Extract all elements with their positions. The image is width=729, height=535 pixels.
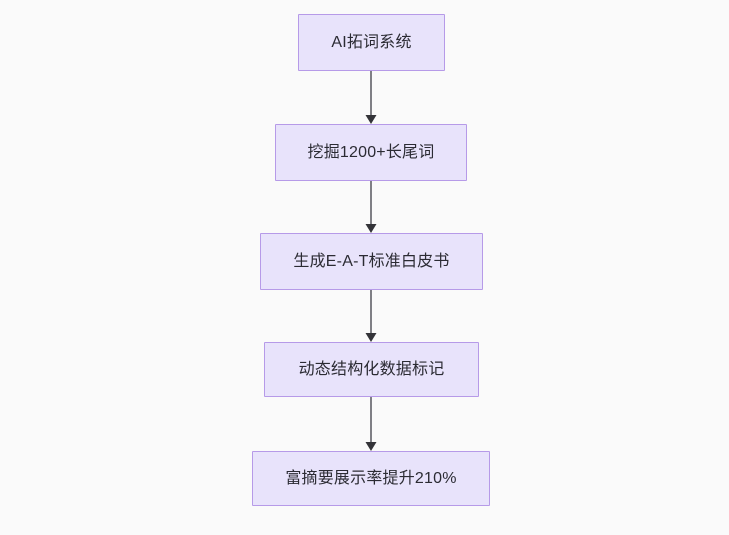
flow-node-label: AI拓词系统 [331,33,412,51]
flow-node-ai-keyword-system[interactable]: AI拓词系统 [298,14,445,71]
flow-edge-1 [361,71,381,124]
flow-edge-4 [361,397,381,451]
flow-node-rich-snippet-rate-increase[interactable]: 富摘要展示率提升210% [252,451,490,506]
flow-node-label: 富摘要展示率提升210% [285,469,457,487]
flow-node-generate-eat-whitepaper[interactable]: 生成E-A-T标准白皮书 [260,233,483,290]
flow-node-mine-longtail-keywords[interactable]: 挖掘1200+长尾词 [275,124,467,181]
flow-edge-2 [361,181,381,233]
flow-node-label: 动态结构化数据标记 [298,360,445,378]
flow-edge-3 [361,290,381,342]
flow-node-dynamic-structured-data-markup[interactable]: 动态结构化数据标记 [264,342,479,397]
flow-node-label: 生成E-A-T标准白皮书 [293,252,450,270]
flow-node-label: 挖掘1200+长尾词 [307,143,435,161]
